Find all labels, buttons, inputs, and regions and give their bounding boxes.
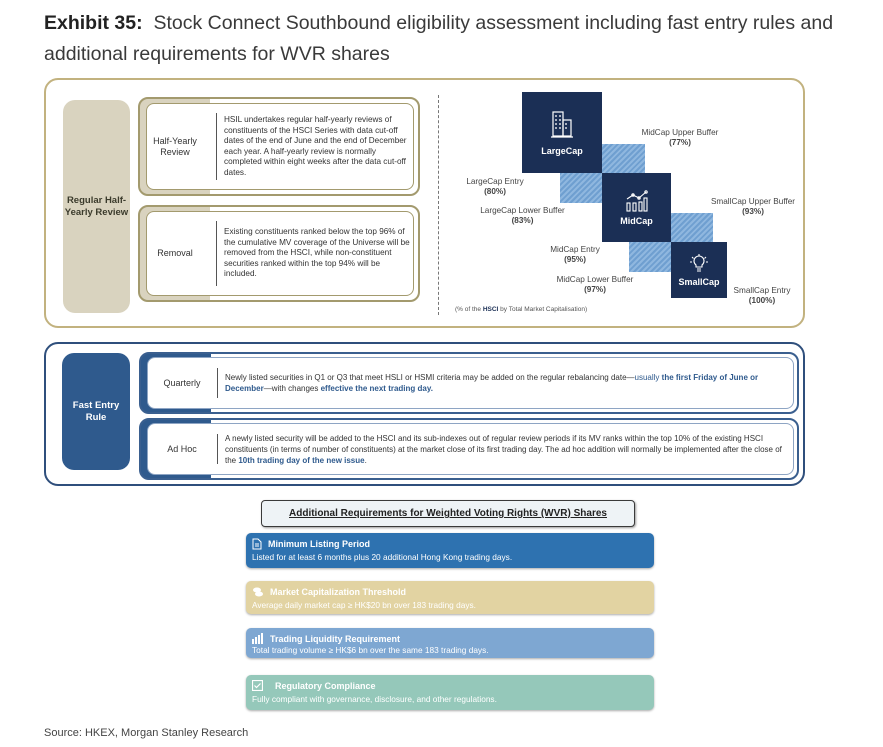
- removal-card: Removal Existing constituents ranked bel…: [138, 205, 420, 302]
- wvr-minimum-listing: Minimum Listing Period Listed for at lea…: [246, 533, 654, 568]
- fast-entry-label: Fast Entry Rule: [62, 353, 130, 470]
- smallcap-entry-label: SmallCap Entry(100%): [733, 286, 791, 305]
- largecap-block: LargeCap: [522, 92, 602, 173]
- largecap-lower-buffer-label: LargeCap Lower Buffer(83%): [480, 206, 565, 225]
- removal-text: Existing constituents ranked below the t…: [224, 227, 410, 279]
- adhoc-text: A newly listed security will be added to…: [225, 433, 782, 465]
- coins-icon: [253, 587, 263, 596]
- half-yearly-review-card: Half-Yearly Review HSIL undertakes regul…: [138, 97, 420, 196]
- half-yearly-review-label: Half-Yearly Review: [153, 135, 197, 157]
- midcap-lower-buffer-label: MidCap Lower Buffer(97%): [556, 275, 634, 294]
- document-icon: [252, 538, 262, 549]
- quarterly-card: Quarterly Newly listed securities in Q1 …: [139, 352, 799, 414]
- lightbulb-icon: [690, 254, 708, 272]
- removal-label: Removal: [157, 248, 193, 258]
- building-icon: [551, 110, 573, 138]
- quarterly-label: Quarterly: [163, 377, 201, 388]
- regular-review-panel: [44, 78, 805, 328]
- checkbox-icon: [252, 680, 263, 691]
- midcap-upper-buffer-label: MidCap Upper Buffer(77%): [641, 128, 719, 147]
- wvr-title: Additional Requirements for Weighted Vot…: [261, 500, 635, 527]
- half-yearly-review-text: HSIL undertakes regular half-yearly revi…: [224, 115, 407, 177]
- quarterly-text: Newly listed securities in Q1 or Q3 that…: [225, 373, 759, 393]
- wvr-market-cap: Market Capitalization Threshold Average …: [246, 581, 654, 614]
- source-note: Source: HKEX, Morgan Stanley Research: [44, 727, 249, 739]
- adhoc-label: Ad Hoc: [167, 443, 197, 454]
- wvr-regulatory-compliance: Regulatory Compliance Fully compliant wi…: [246, 675, 654, 710]
- smallcap-block: SmallCap: [671, 242, 727, 298]
- bar-chart-icon: [252, 633, 263, 644]
- fast-entry-panel: [44, 342, 805, 486]
- midcap-entry-label: MidCap Entry(95%): [550, 245, 600, 264]
- midcap-block: MidCap: [602, 173, 671, 242]
- regular-review-label: Regular Half-Yearly Review: [63, 100, 130, 313]
- smallcap-upper-buffer-label: SmallCap Upper Buffer(93%): [710, 197, 796, 216]
- exhibit-title: Exhibit 35: Stock Connect Southbound eli…: [44, 12, 834, 65]
- largecap-entry-label: LargeCap Entry(80%): [466, 177, 524, 196]
- adhoc-card: Ad Hoc A newly listed security will be a…: [139, 418, 799, 480]
- divider: [438, 95, 439, 315]
- wvr-trading-liquidity: Trading Liquidity Requirement Total trad…: [246, 628, 654, 658]
- cap-diagram-note: (% of the HSCI by Total Market Capitalis…: [455, 306, 588, 313]
- chart-icon: [625, 189, 648, 212]
